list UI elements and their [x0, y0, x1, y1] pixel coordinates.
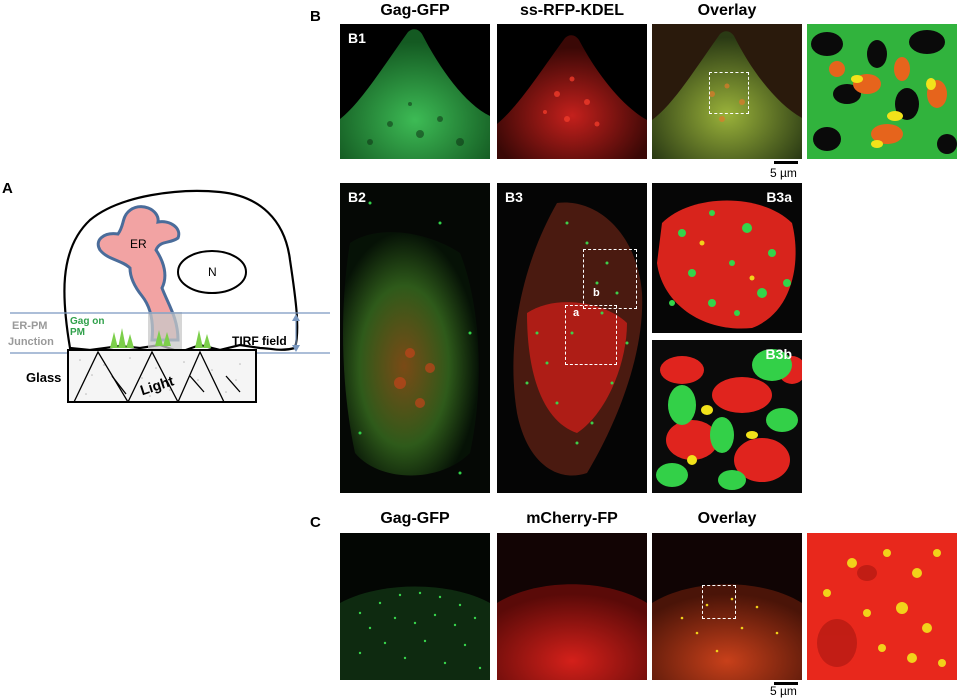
b3-box-b — [583, 249, 637, 309]
glass-block — [67, 349, 257, 403]
c-header-mcherry-fp: mCherry-FP — [526, 510, 618, 527]
b-header-overlay: Overlay — [697, 2, 757, 19]
b1-ss-rfp-kdel-image — [497, 24, 647, 159]
b3-box-b-label: b — [593, 287, 600, 299]
c-scale-bar — [774, 682, 798, 685]
nucleus — [177, 250, 247, 294]
cell-schematic: ER N Gag on PM ER-PM Junction TIRF field… — [8, 189, 330, 403]
b2-label: B2 — [348, 189, 366, 205]
b1-overlay-image — [652, 24, 802, 159]
b-header-gag-gfp: Gag-GFP — [380, 2, 450, 19]
panel-b-letter: B — [310, 8, 321, 25]
gag-on-pm-label-1: Gag on — [70, 316, 104, 327]
c-header-overlay: Overlay — [697, 510, 757, 527]
b1-overlay-zoom-box — [709, 72, 749, 114]
b1-gag-gfp-image: B1 — [340, 24, 490, 159]
panel-c-letter: C — [310, 514, 321, 531]
b3-box-a — [565, 305, 617, 365]
b3a-label: B3a — [766, 189, 792, 205]
b1-label: B1 — [348, 30, 366, 46]
glass-label: Glass — [26, 370, 61, 385]
c-scale-label: 5 µm — [770, 684, 797, 698]
er-pm-label-2: Junction — [8, 336, 54, 348]
n-label: N — [208, 265, 217, 279]
b-scale-bar — [774, 161, 798, 164]
b-header-ss-rfp-kdel: ss-RFP-KDEL — [519, 2, 624, 19]
b3b-label: B3b — [765, 346, 792, 362]
b3b-image: B3b — [652, 340, 802, 493]
b3a-image: B3a — [652, 183, 802, 333]
c-overlay-image — [652, 533, 802, 680]
gag-puncta — [110, 328, 211, 348]
c-gag-gfp-image — [340, 533, 490, 680]
cell-outline — [63, 189, 299, 354]
b3-label: B3 — [505, 189, 523, 205]
b-scale-label: 5 µm — [770, 166, 797, 180]
c-header-gag-gfp: Gag-GFP — [380, 510, 450, 527]
b3-image: B3 b a — [497, 183, 647, 493]
c-mcherry-fp-image — [497, 533, 647, 680]
c-zoom-image — [807, 533, 957, 680]
er-pm-label-1: ER-PM — [12, 320, 47, 332]
gag-on-pm-label-2: PM — [70, 327, 85, 338]
b3-box-a-label: a — [573, 307, 580, 319]
er-label: ER — [130, 237, 147, 251]
panel-a-letter: A — [2, 180, 13, 197]
b2-image: B2 — [340, 183, 490, 493]
tirf-label: TIRF field — [232, 334, 287, 348]
light-rays — [73, 350, 241, 403]
c-overlay-zoom-box — [702, 585, 736, 619]
b1-zoom-image — [807, 24, 957, 159]
